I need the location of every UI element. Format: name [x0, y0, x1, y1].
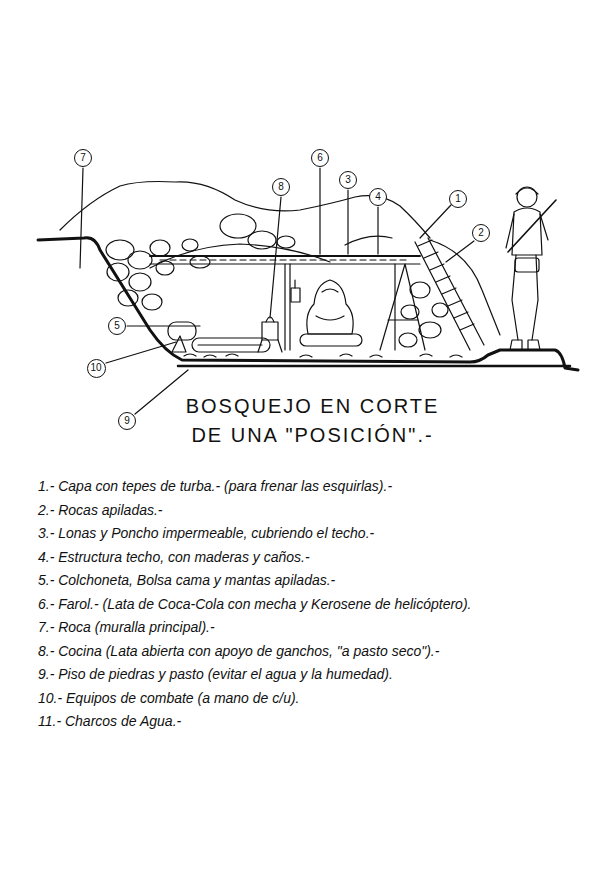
callout-circle: 10 — [87, 359, 106, 378]
callout-circle: 8 — [272, 178, 290, 196]
sketch-title: BOSQUEJO EN CORTE DE UNA "POSICIÓN".- — [170, 392, 455, 450]
callout-circle: 2 — [472, 224, 490, 242]
callout-number: 3 — [345, 175, 351, 185]
legend-item: 5.- Colchoneta, Bolsa cama y mantas apil… — [38, 572, 578, 589]
legend-item: 2.- Rocas apiladas.- — [38, 502, 578, 519]
callout-number: 10 — [90, 363, 101, 373]
legend-item: 10.- Equipos de combate (a mano de c/u). — [38, 690, 578, 707]
callout-number: 1 — [455, 194, 461, 204]
callout-number: 5 — [114, 321, 120, 331]
callout-circle: 9 — [118, 412, 136, 430]
callout-number: 2 — [478, 228, 484, 238]
callout-circle: 7 — [74, 149, 92, 167]
legend-item: 4.- Estructura techo, con maderas y caño… — [38, 549, 578, 566]
callout-circle: 5 — [108, 317, 126, 335]
legend-item: 7.- Roca (muralla principal).- — [38, 619, 578, 636]
legend-item: 1.- Capa con tepes de turba.- (para fren… — [38, 478, 578, 495]
legend-item: 3.- Lonas y Poncho impermeable, cubriend… — [38, 525, 578, 542]
callout-circle: 1 — [449, 190, 467, 208]
legend-item: 11.- Charcos de Agua.- — [38, 713, 578, 730]
callout-number: 8 — [278, 182, 284, 192]
callout-circle: 6 — [311, 149, 329, 167]
legend-item: 9.- Piso de piedras y pasto (evitar el a… — [38, 666, 578, 683]
callout-number: 9 — [124, 416, 130, 426]
callout-number: 6 — [317, 153, 323, 163]
callout-number: 4 — [375, 192, 381, 202]
callout-circle: 3 — [339, 171, 357, 189]
legend-item: 6.- Farol.- (Lata de Coca-Cola con mecha… — [38, 596, 578, 613]
callout-number: 7 — [80, 153, 86, 163]
callout-circle: 4 — [369, 188, 387, 206]
legend-item: 8.- Cocina (Lata abierta con apoyo de ga… — [38, 643, 578, 660]
